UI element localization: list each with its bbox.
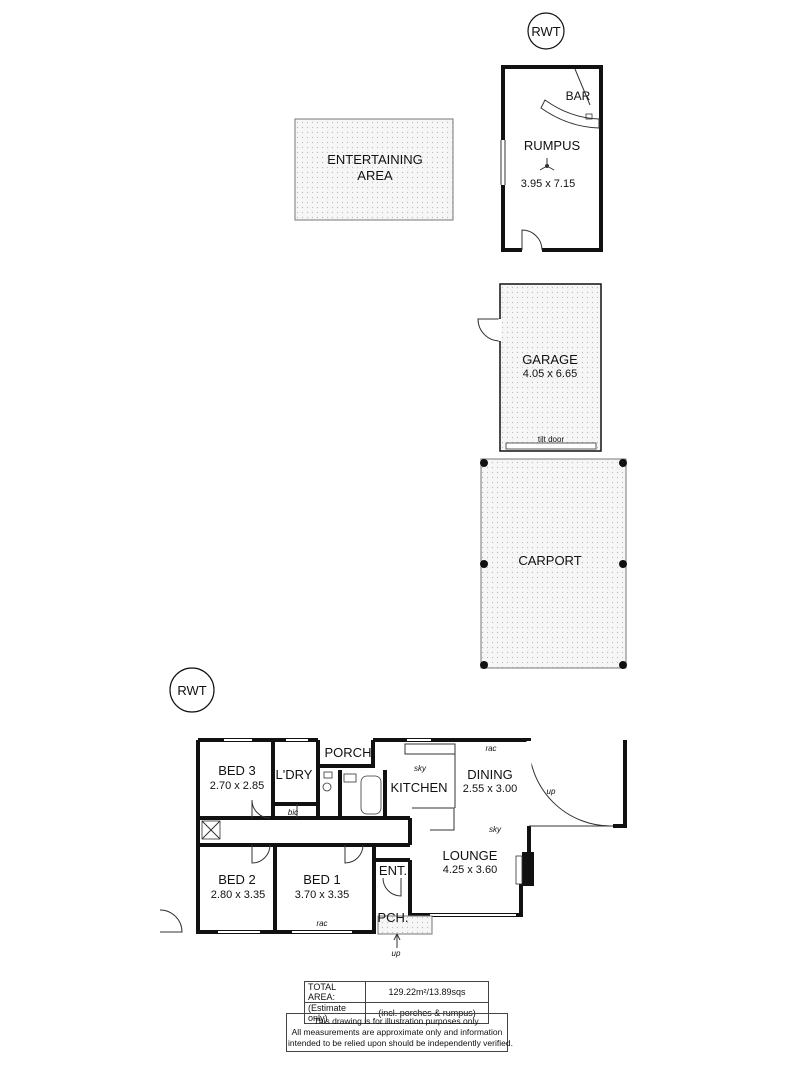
carport: CARPORT bbox=[480, 458, 627, 669]
sky-kitchen-label: sky bbox=[414, 764, 427, 773]
entertaining-label-2: AREA bbox=[357, 168, 393, 183]
rumpus-room: BAR RUMPUS 3.95 x 7.15 bbox=[500, 65, 603, 253]
rumpus-label: RUMPUS bbox=[524, 138, 581, 153]
bed2-label: BED 2 bbox=[218, 872, 256, 887]
rac-dining-label: rac bbox=[485, 744, 496, 753]
bed2-dims: 2.80 x 3.35 bbox=[211, 889, 265, 901]
rac-bed1-label: rac bbox=[316, 919, 327, 928]
bed1-label: BED 1 bbox=[303, 872, 341, 887]
main-house: BED 3 2.70 x 2.85 L'DRY bic PORCH KITCHE… bbox=[159, 737, 627, 958]
total-area-value: 129.22m²/13.89sqs bbox=[365, 981, 489, 1003]
garage: GARAGE 4.05 x 6.65 tilt door bbox=[477, 283, 602, 452]
disclaimer-line-1: This drawing is for illustration purpose… bbox=[313, 1016, 481, 1026]
up-dining-label: up bbox=[547, 787, 556, 796]
bar-label: BAR bbox=[566, 89, 591, 103]
bed3-dims: 2.70 x 2.85 bbox=[210, 780, 264, 792]
tilt-door-label: tilt door bbox=[538, 435, 565, 444]
rwt-tank-bottom: RWT bbox=[169, 667, 215, 713]
rwt-label-top: RWT bbox=[531, 24, 560, 39]
disclaimer-box: This drawing is for illustration purpose… bbox=[286, 1013, 513, 1052]
total-area-label: TOTAL AREA: bbox=[304, 981, 366, 1003]
entertaining-area: ENTERTAINING AREA bbox=[294, 118, 454, 221]
pch-label: PCH. bbox=[377, 910, 408, 925]
porch-label: PORCH bbox=[325, 745, 372, 760]
dining-label: DINING bbox=[467, 767, 513, 782]
disclaimer-line-3: intended to be relied upon should be ind… bbox=[288, 1038, 513, 1048]
garage-dims: 4.05 x 6.65 bbox=[523, 368, 577, 380]
area-row-total: TOTAL AREA: 129.22m²/13.89sqs bbox=[304, 981, 489, 1003]
up-pch-label: up bbox=[392, 949, 401, 958]
garage-label: GARAGE bbox=[522, 352, 578, 367]
laundry-label: L'DRY bbox=[276, 767, 313, 782]
entertaining-label-1: ENTERTAINING bbox=[327, 152, 423, 167]
carport-label: CARPORT bbox=[518, 553, 581, 568]
rwt-tank-top: RWT bbox=[527, 12, 565, 50]
lounge-label: LOUNGE bbox=[443, 848, 498, 863]
bed1-dims: 3.70 x 3.35 bbox=[295, 889, 349, 901]
rumpus-dims: 3.95 x 7.15 bbox=[521, 178, 575, 190]
entry-label: ENT. bbox=[379, 863, 407, 878]
rwt-label-bottom: RWT bbox=[177, 683, 206, 698]
sky-lounge-label: sky bbox=[489, 825, 502, 834]
dining-dims: 2.55 x 3.00 bbox=[463, 783, 517, 795]
disclaimer-line-2: All measurements are approximate only an… bbox=[291, 1027, 503, 1037]
bed3-label: BED 3 bbox=[218, 763, 256, 778]
ceiling-fan-icon bbox=[539, 158, 555, 171]
kitchen-label: KITCHEN bbox=[390, 780, 447, 795]
bic-label: bic bbox=[288, 808, 298, 817]
lounge-dims: 4.25 x 3.60 bbox=[443, 864, 497, 876]
